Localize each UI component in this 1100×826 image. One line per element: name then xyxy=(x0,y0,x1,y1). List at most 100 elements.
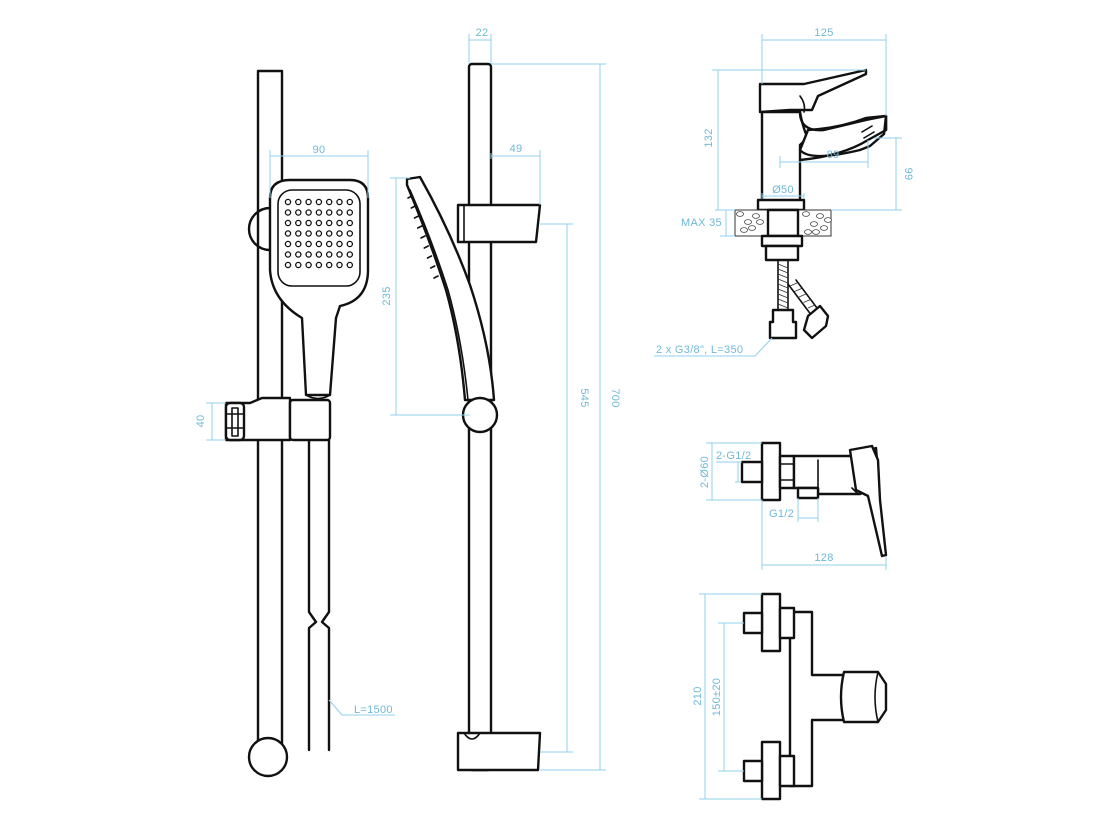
dimension-base-diameter: Ø50 xyxy=(761,184,805,199)
stone-grain xyxy=(816,213,824,219)
countertop-stone-pattern xyxy=(736,211,832,235)
spray-nozzle xyxy=(336,209,343,216)
inlet-stub xyxy=(740,460,764,484)
flex-hose-right xyxy=(787,279,821,317)
spout-height-label: 99 xyxy=(902,168,914,181)
dimension-hand-shower-length: 235 xyxy=(381,177,470,416)
lower-bracket-face xyxy=(463,732,481,740)
rail-length-label: 700 xyxy=(609,388,621,407)
stone-grain xyxy=(752,213,760,219)
braid-line xyxy=(777,303,789,309)
dimension-mixer-depth: 128 xyxy=(761,500,887,570)
spray-nozzle xyxy=(315,209,323,216)
dimension-holder-height: 40 xyxy=(195,402,226,441)
shower-hose xyxy=(307,438,331,752)
spray-nozzle xyxy=(305,240,312,248)
braid-line xyxy=(798,293,807,298)
braid-line xyxy=(794,288,802,292)
braid-line xyxy=(789,282,798,287)
wall-flange xyxy=(760,441,782,502)
spray-nozzle xyxy=(336,251,343,258)
dimension-center-distance: 150±20 xyxy=(711,622,744,772)
spout-outer xyxy=(798,110,888,162)
mixer-front-body xyxy=(788,610,846,788)
mixer-side-detail xyxy=(817,459,859,495)
dimension-outlet-thread: G1/2 xyxy=(769,498,819,522)
braid-line xyxy=(777,278,789,284)
dimension-spout-height: 99 xyxy=(831,137,914,211)
lower-stub xyxy=(742,759,764,783)
nozzle-tick xyxy=(433,275,439,279)
spray-nozzle xyxy=(284,251,292,258)
hoses-label: 2 x G3/8", L=350 xyxy=(656,344,743,356)
dimension-rail-diameter: 22 xyxy=(468,27,492,64)
braid-line xyxy=(777,268,789,274)
stone-grain xyxy=(810,221,818,227)
aerator xyxy=(861,125,875,139)
mixer-depth-label: 128 xyxy=(814,552,833,564)
spray-nozzle xyxy=(295,219,302,227)
dimension-bracket-spacing: 545 xyxy=(540,223,590,753)
spray-nozzle xyxy=(295,198,302,206)
braid-line xyxy=(777,283,789,289)
spray-nozzle xyxy=(295,261,302,269)
stone-grain xyxy=(804,229,812,235)
outlet-thread-label: G1/2 xyxy=(769,508,794,520)
lower-nut xyxy=(778,754,796,788)
hose-nut-right xyxy=(802,304,830,340)
braid-line xyxy=(777,298,789,304)
braid-line xyxy=(807,304,816,309)
front-height-label: 210 xyxy=(692,686,704,705)
nozzle-side-ticks xyxy=(407,195,439,279)
spray-nozzle xyxy=(284,240,292,248)
spray-nozzle xyxy=(295,209,302,216)
nozzle-tick xyxy=(413,215,420,219)
hand-shower-head xyxy=(268,178,370,397)
upper-bracket xyxy=(456,203,542,244)
nozzle-tick xyxy=(410,205,417,209)
spray-nozzle xyxy=(325,240,333,248)
bottom-bracket-cap xyxy=(247,736,289,778)
stone-grain xyxy=(820,225,828,231)
dimension-front-height: 210 xyxy=(692,593,762,800)
nozzle-tick xyxy=(420,235,426,239)
spray-nozzle xyxy=(284,198,292,206)
spray-nozzle xyxy=(305,251,312,258)
spout xyxy=(798,114,888,158)
spray-nozzle xyxy=(315,198,323,206)
braid-line xyxy=(803,299,811,303)
spray-nozzle xyxy=(295,251,302,258)
holder-grip xyxy=(226,407,244,437)
center-distance-label: 150±20 xyxy=(711,678,723,716)
holder-knob xyxy=(224,401,246,442)
braid-line xyxy=(777,273,789,279)
spray-nozzle xyxy=(325,198,333,206)
base-flange xyxy=(756,198,806,212)
stone-grain xyxy=(756,219,764,225)
outlet-nut xyxy=(796,486,820,500)
stone-grain xyxy=(812,229,820,235)
stone-grain xyxy=(744,219,752,225)
lock-nut xyxy=(764,244,800,262)
spout-reach-label: 89 xyxy=(827,149,840,161)
dimension-mixer-height: 132 xyxy=(703,69,866,211)
spray-nozzle xyxy=(325,209,333,216)
spray-nozzle xyxy=(346,198,354,206)
holder-height-label: 40 xyxy=(195,415,207,428)
nozzle-tick xyxy=(407,195,413,199)
max-thickness-label: MAX 35 xyxy=(681,217,722,229)
spray-nozzle xyxy=(336,240,343,248)
spray-nozzle xyxy=(295,230,302,237)
lower-flange xyxy=(760,740,782,801)
mixer-front-knob xyxy=(839,670,888,724)
nozzle-tick xyxy=(416,225,423,229)
upper-flange xyxy=(760,592,782,653)
spray-nozzle xyxy=(346,251,354,258)
spray-nozzle xyxy=(336,230,343,237)
nozzle-tick xyxy=(423,245,430,249)
flange-diameter-label: 2-Ø60 xyxy=(699,456,711,488)
spray-nozzle xyxy=(284,261,292,269)
dimension-inlet-thread: 2-G1/2 xyxy=(716,450,751,483)
dimension-bracket-depth: 49 xyxy=(490,143,541,205)
